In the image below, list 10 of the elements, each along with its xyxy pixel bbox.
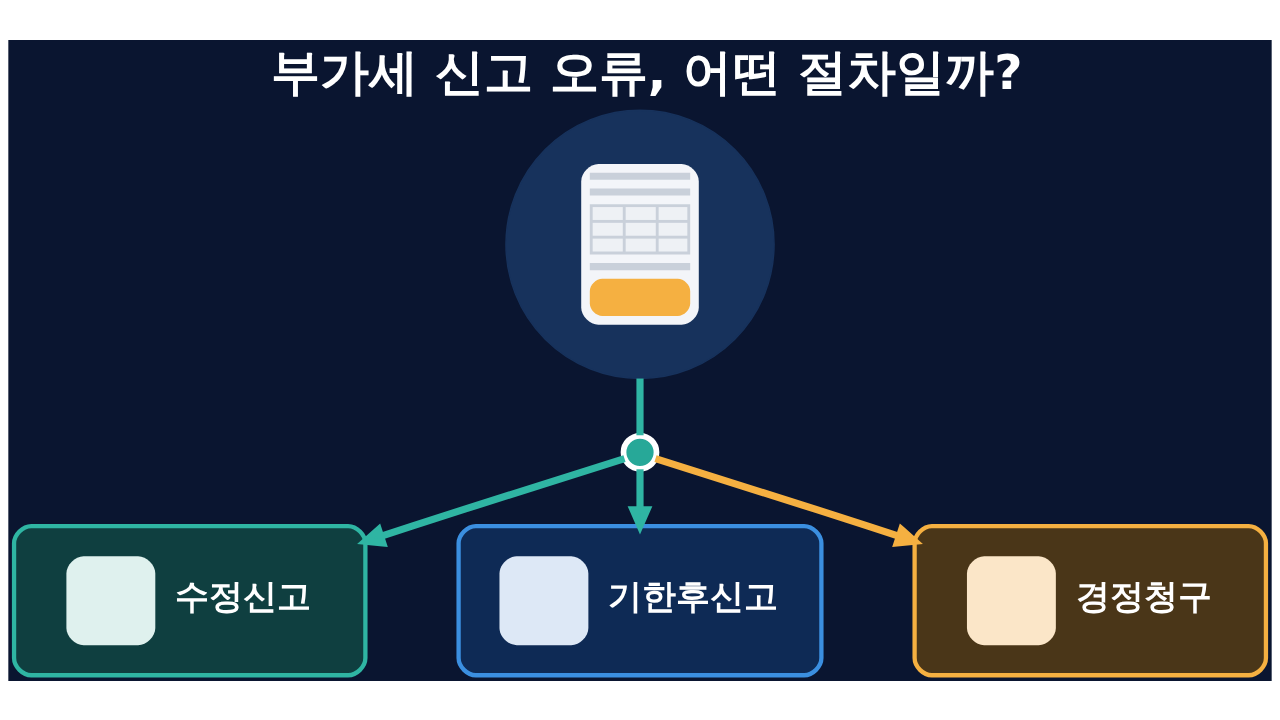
node-picture xyxy=(505,109,775,379)
arrow xyxy=(357,454,626,547)
arrow xyxy=(627,468,653,534)
node-box: 수정신고 xyxy=(11,523,368,677)
connector xyxy=(636,378,644,435)
node-box: 기한후신고 xyxy=(456,523,824,677)
arrow xyxy=(654,454,923,547)
diagram-title: 부가세 신고 오류, 어떤 절차일까? xyxy=(270,43,1023,100)
node-circle xyxy=(620,432,660,472)
node-box: 경정청구 xyxy=(912,523,1269,677)
